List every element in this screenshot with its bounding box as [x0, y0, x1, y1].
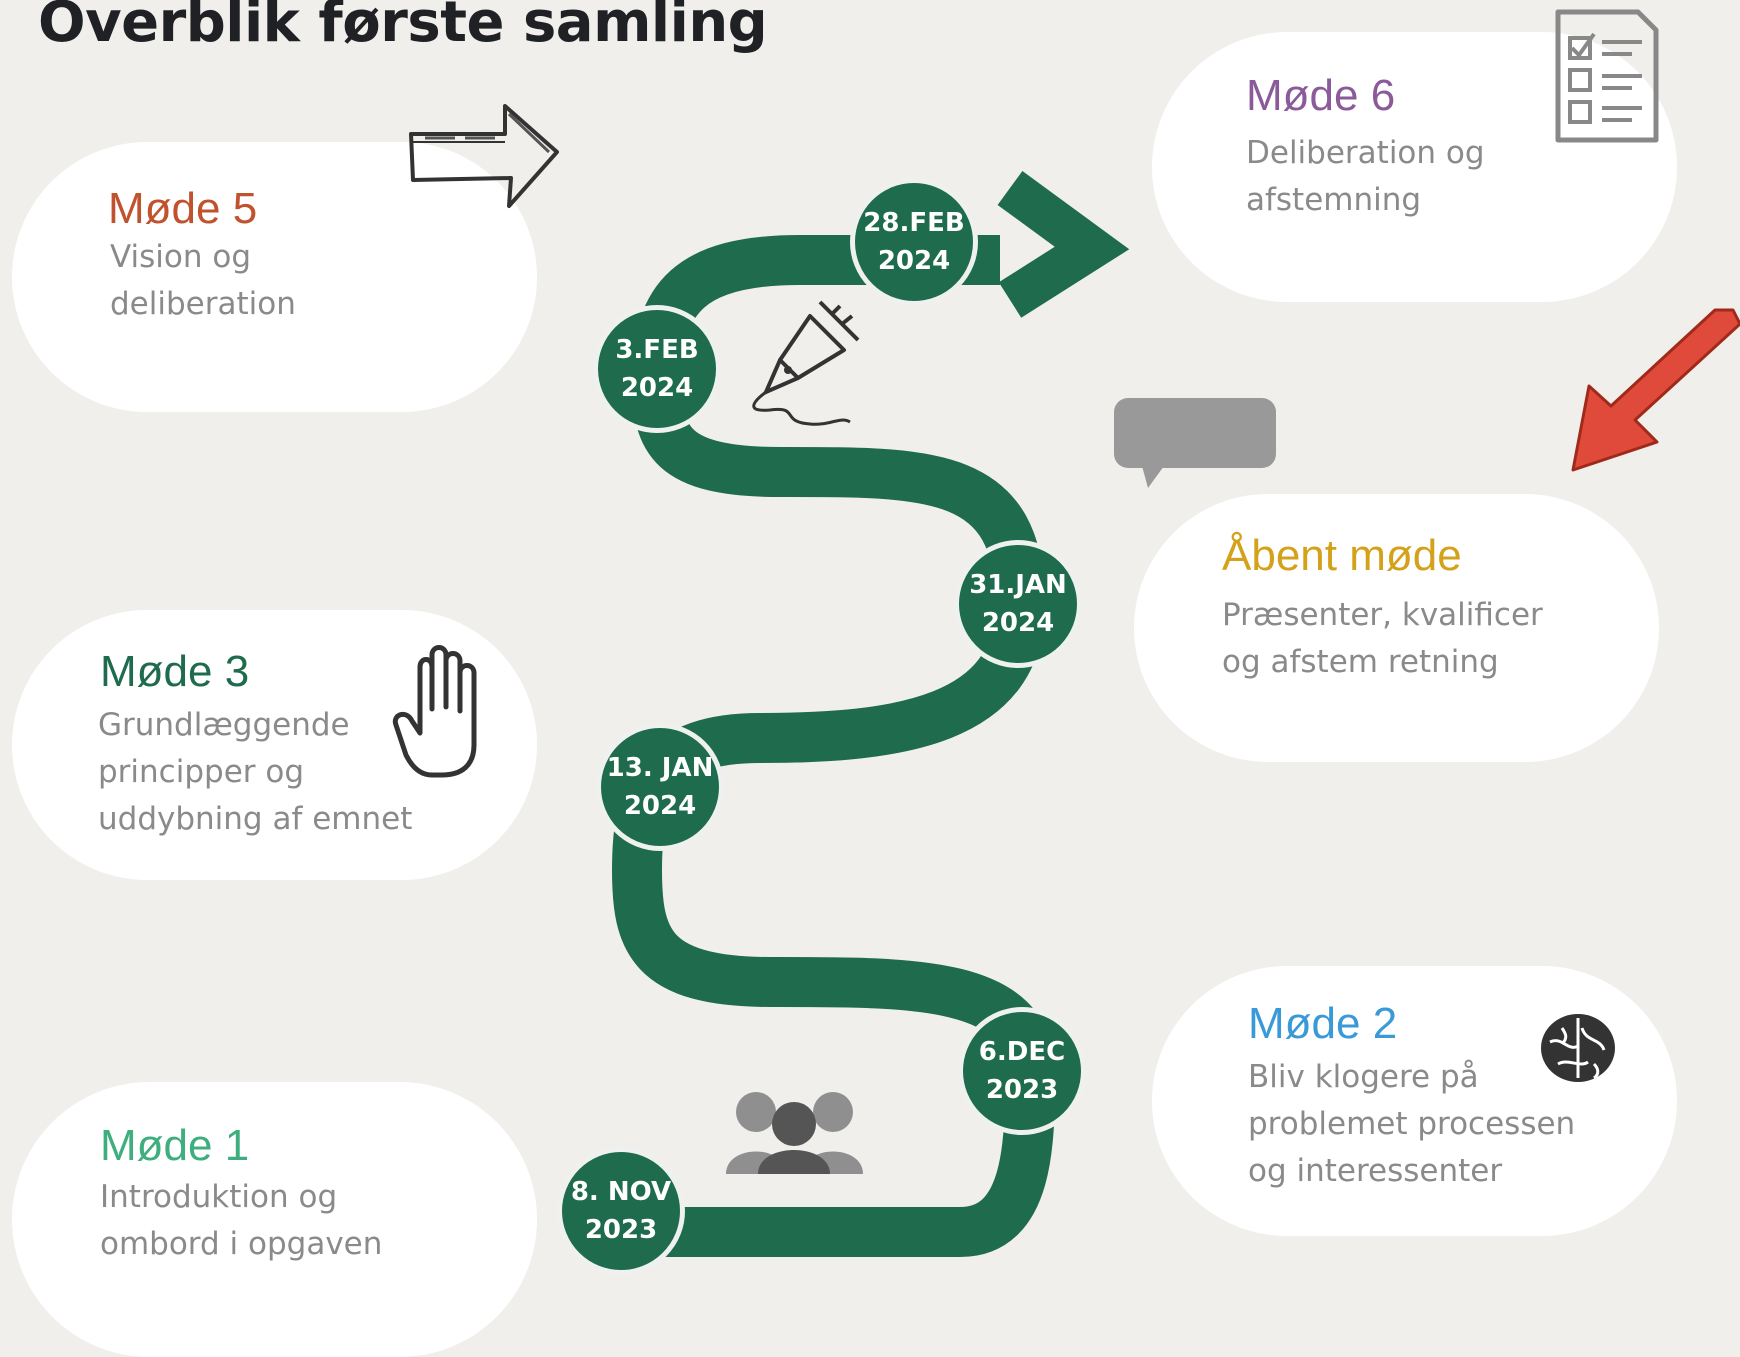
checklist-icon	[1555, 9, 1659, 143]
date-year: 2024	[877, 246, 951, 276]
card-desc-open-meeting: Præsenter, kvalificer og afstem retning	[1222, 597, 1543, 680]
date-day: 13. JAN	[606, 753, 714, 783]
date-day: 3.FEB	[615, 335, 699, 365]
card-desc-mode-1: Introduktion og ombord i opgaven	[100, 1179, 383, 1262]
card-desc-mode-3: Grundlæggende principper og uddybning af…	[98, 707, 413, 837]
card-title-mode-6: Møde 6	[1246, 71, 1396, 120]
page-title: Overblik første samling	[38, 0, 768, 55]
card-mode-1: Møde 1 Introduktion og ombord i opgaven	[12, 1082, 537, 1357]
date-day: 31.JAN	[969, 570, 1067, 600]
date-year: 2023	[985, 1075, 1059, 1105]
raised-hand-icon	[392, 645, 477, 778]
card-title-mode-2: Møde 2	[1248, 999, 1398, 1048]
date-node-8-nov-2023: 8. NOV 2023	[557, 1147, 685, 1275]
date-year: 2024	[623, 791, 697, 821]
date-node-3-feb-2024: 3.FEB 2024	[593, 305, 721, 433]
date-year: 2023	[584, 1215, 658, 1245]
fountain-pen-icon	[752, 300, 860, 426]
date-year: 2024	[620, 373, 694, 403]
speech-bubble-icon	[1114, 398, 1276, 488]
card-mode-6: Møde 6 Deliberation og afstemning	[1152, 32, 1677, 302]
card-title-open-meeting: Åbent møde	[1222, 531, 1462, 580]
card-mode-2: Møde 2 Bliv klogere på problemet process…	[1152, 966, 1677, 1236]
date-node-31-jan-2024: 31.JAN 2024	[954, 540, 1082, 668]
card-desc-mode-2: Bliv klogere på problemet processen og i…	[1248, 1059, 1576, 1189]
arrow-down-left-icon	[1571, 308, 1740, 472]
card-mode-5: Møde 5 Vision og deliberation	[12, 142, 537, 412]
road-arrowhead	[997, 171, 1130, 318]
people-group-icon	[726, 1092, 863, 1174]
date-year: 2024	[981, 608, 1055, 638]
arrow-right-sketch-icon	[409, 104, 559, 208]
date-day: 6.DEC	[978, 1037, 1066, 1067]
date-node-6-dec-2023: 6.DEC 2023	[958, 1007, 1086, 1135]
date-day: 8. NOV	[570, 1177, 672, 1207]
brain-icon	[1541, 1014, 1615, 1082]
date-day: 28.FEB	[863, 208, 965, 238]
card-title-mode-5: Møde 5	[108, 184, 258, 233]
card-desc-mode-5: Vision og deliberation	[110, 239, 296, 322]
date-node-28-feb-2024: 28.FEB 2024	[850, 178, 978, 306]
card-title-mode-3: Møde 3	[100, 647, 250, 696]
date-node-13-jan-2024: 13. JAN 2024	[596, 723, 724, 851]
road-path	[580, 235, 1055, 1257]
card-open-meeting: Åbent møde Præsenter, kvalificer og afst…	[1134, 494, 1659, 762]
card-title-mode-1: Møde 1	[100, 1121, 250, 1170]
card-desc-mode-6: Deliberation og afstemning	[1246, 135, 1485, 218]
